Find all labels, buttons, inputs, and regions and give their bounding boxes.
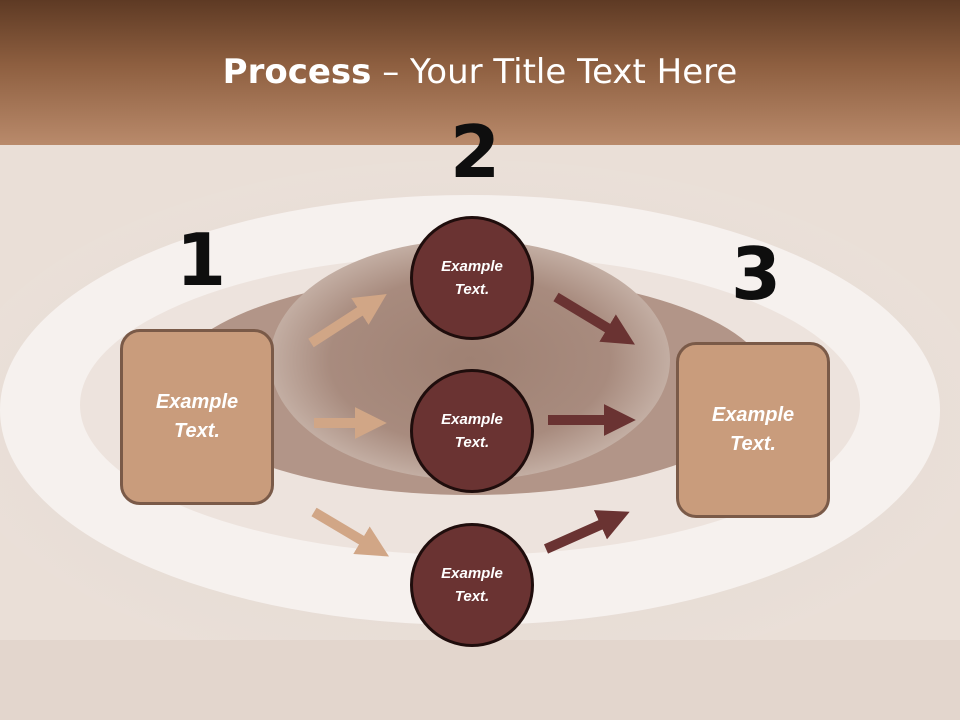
- title-rest: Your Title Text Here: [410, 52, 738, 92]
- circle-top-label: Example Text.: [441, 257, 503, 298]
- circle-top: Example Text.: [410, 216, 534, 340]
- step-number-3: 3: [731, 232, 782, 316]
- step-number-2: 2: [450, 110, 501, 194]
- step-number-1: 1: [176, 218, 227, 302]
- circle-bottom-label: Example Text.: [441, 564, 503, 605]
- arrow-bottom-to-right: [543, 510, 630, 554]
- arrow-left-to-top: [308, 294, 387, 348]
- arrow-top-to-right: [553, 292, 635, 345]
- title-dash: –: [371, 52, 411, 92]
- page-title: Process – Your Title Text Here: [0, 52, 960, 92]
- left-box-label: Example Text.: [155, 391, 239, 442]
- left-box: Example Text.: [120, 329, 274, 505]
- arrow-left-to-bottom: [311, 507, 390, 557]
- circle-bottom: Example Text.: [410, 523, 534, 647]
- right-box: Example Text.: [676, 342, 830, 518]
- title-bold: Process: [222, 52, 372, 92]
- right-box-label: Example Text.: [711, 404, 795, 455]
- circle-middle-label: Example Text.: [441, 410, 503, 451]
- title-bar: [0, 0, 960, 145]
- circle-middle: Example Text.: [410, 369, 534, 493]
